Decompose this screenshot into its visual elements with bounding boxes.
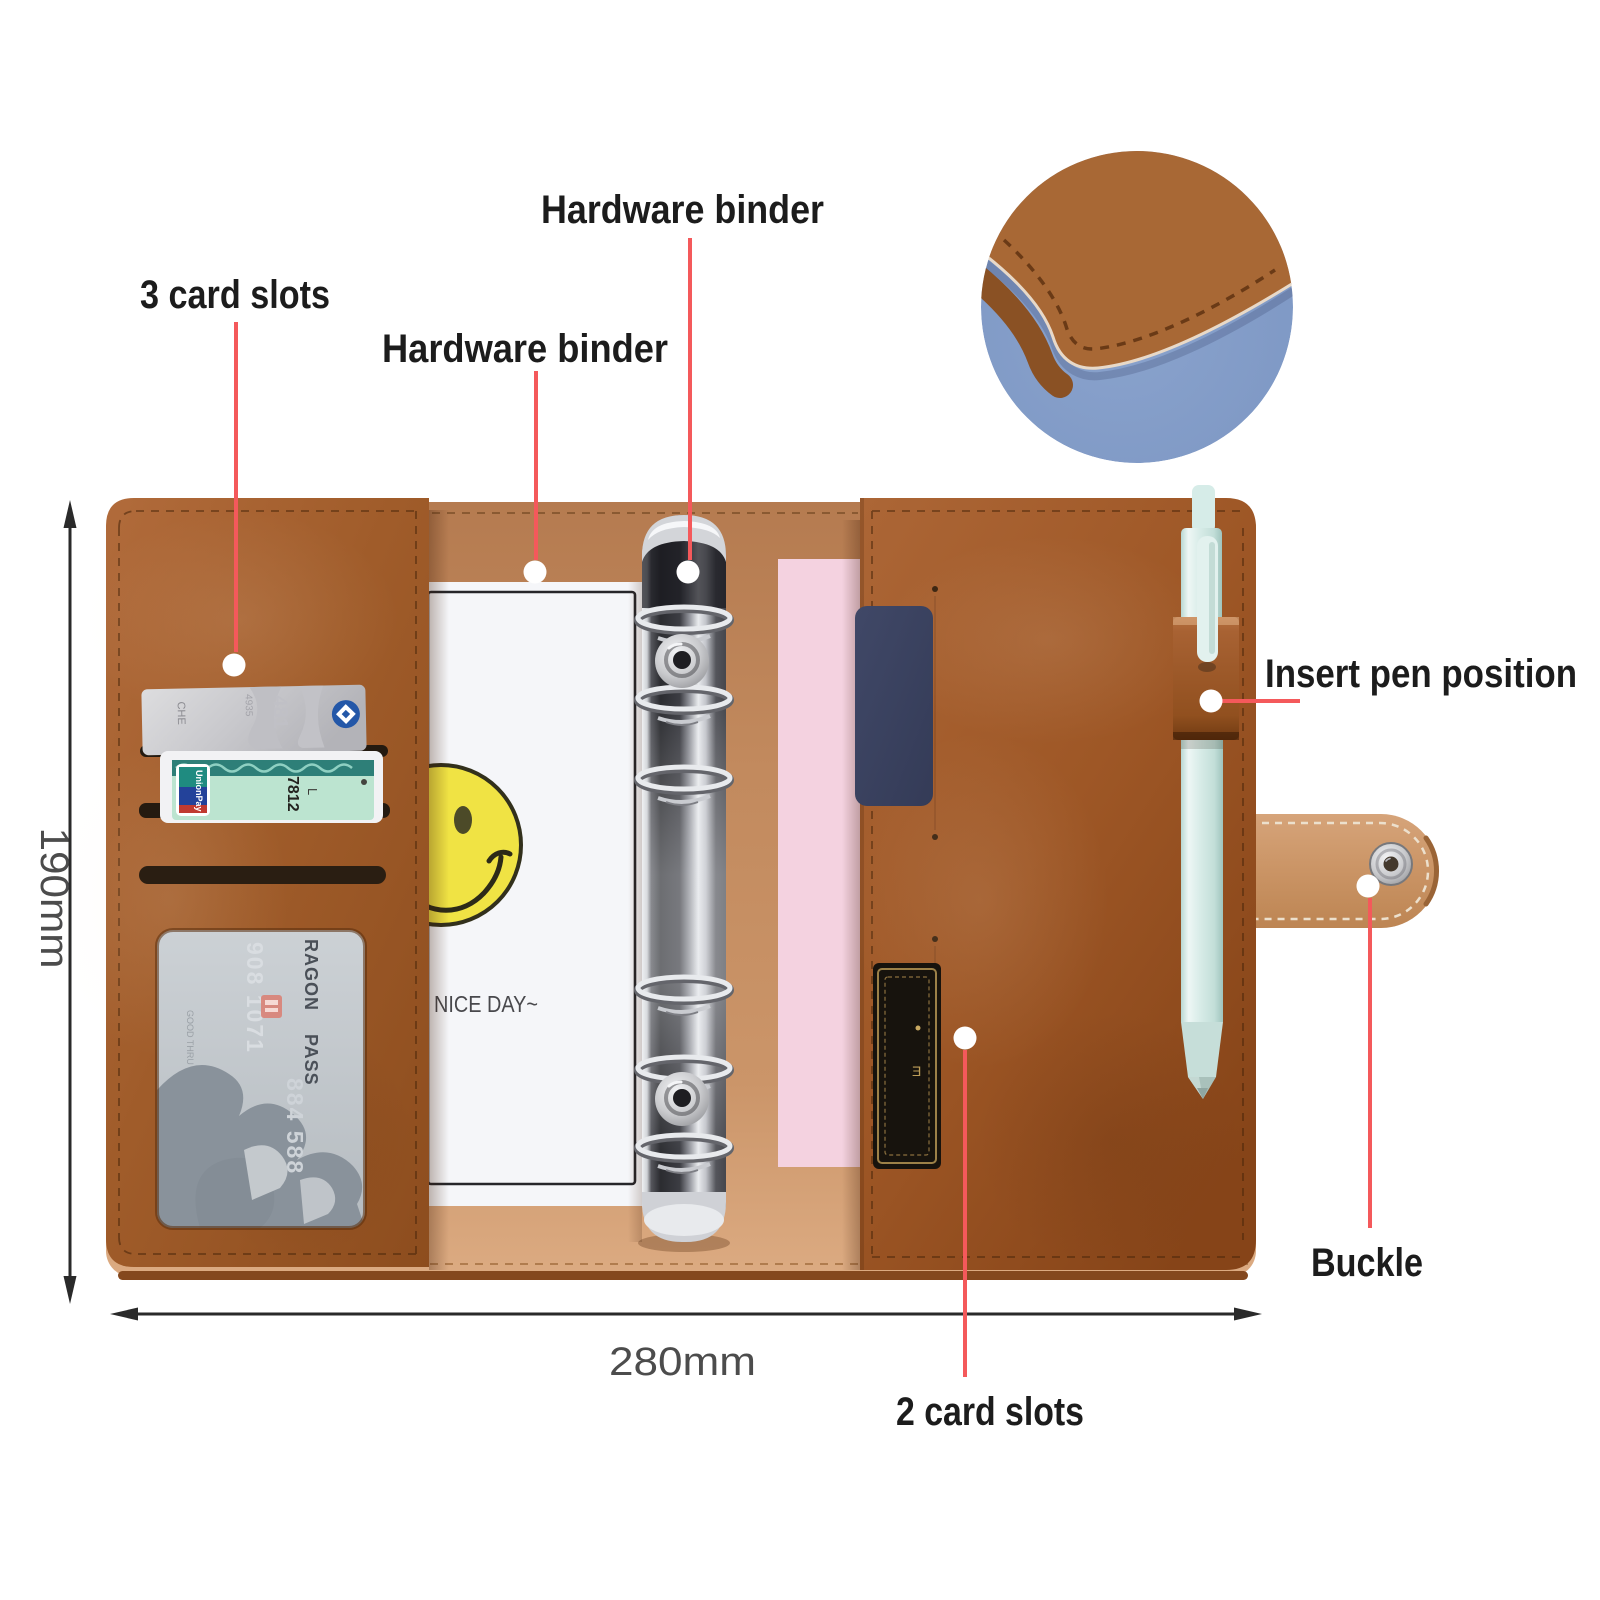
svg-text:Ǝ: Ǝ — [912, 1063, 921, 1079]
svg-text:L: L — [305, 788, 320, 795]
svg-text:190mm: 190mm — [32, 828, 76, 969]
svg-text:Hardware binder: Hardware binder — [382, 327, 668, 371]
svg-text:2 card slots: 2 card slots — [896, 1390, 1084, 1434]
svg-text:PASS: PASS — [301, 1034, 321, 1086]
svg-text:Insert pen position: Insert pen position — [1265, 652, 1577, 696]
svg-text:884 588: 884 588 — [282, 1078, 308, 1175]
svg-text:Buckle: Buckle — [1311, 1241, 1423, 1285]
svg-text:481: 481 — [268, 695, 291, 729]
svg-text:280mm: 280mm — [609, 1340, 756, 1384]
svg-text:RAGON: RAGON — [301, 939, 321, 1011]
svg-text:7812: 7812 — [284, 776, 301, 812]
svg-text:3 card slots: 3 card slots — [140, 273, 330, 317]
svg-text:GOOD THRU: GOOD THRU — [185, 1010, 195, 1065]
svg-text:NICE DAY~: NICE DAY~ — [434, 991, 538, 1017]
svg-text:Hardware binder: Hardware binder — [541, 188, 824, 232]
svg-text:CHE: CHE — [175, 701, 187, 724]
svg-text:UnionPay: UnionPay — [194, 770, 204, 812]
svg-text:4935: 4935 — [242, 694, 253, 717]
